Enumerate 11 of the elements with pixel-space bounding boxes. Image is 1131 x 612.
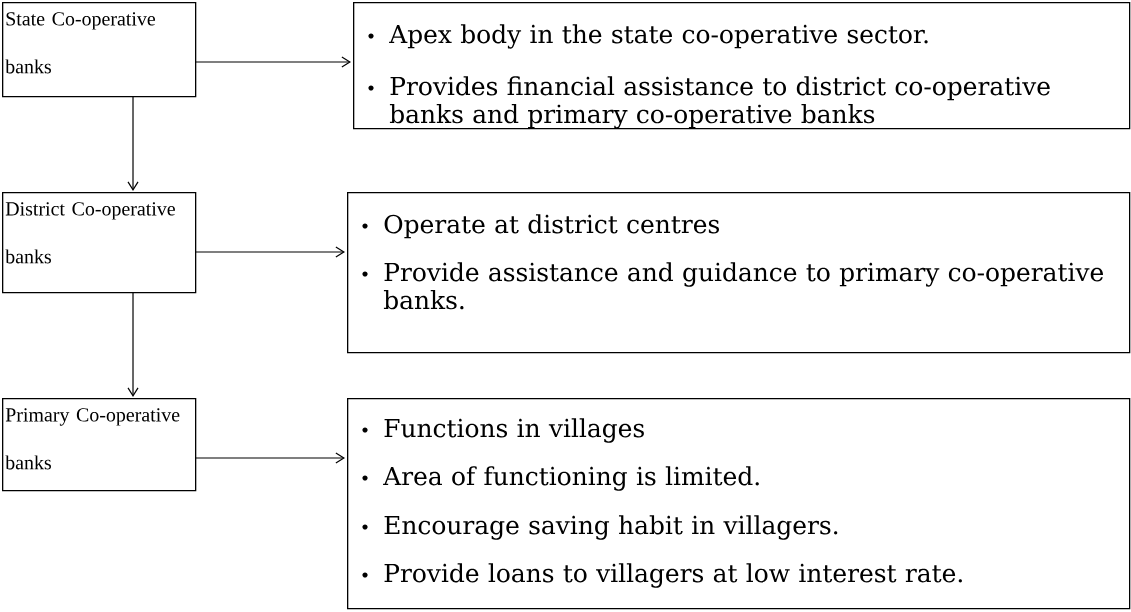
arrow [194,56,351,68]
arrow [194,246,345,258]
text-box: Functions in villages Area of functioning is limited. Encourage saving habit in villagers. Provide loans to villagers at low interest rate. [347,398,1131,610]
text-box: Primary Co-operative banks [2,398,197,492]
text-box: Operate at district centres Provide assistance and guidance to primary co-operative banks. [347,192,1131,354]
arrow [194,452,345,464]
arrow [127,95,139,191]
text-box: State Co-operative banks [2,2,197,98]
text-box: Apex body in the state co-operative sector. Provides financial assistance to district co-operative banks and primary co-operative banks [353,2,1131,130]
text-box: District Co-operative banks [2,192,197,294]
arrow [127,291,139,397]
